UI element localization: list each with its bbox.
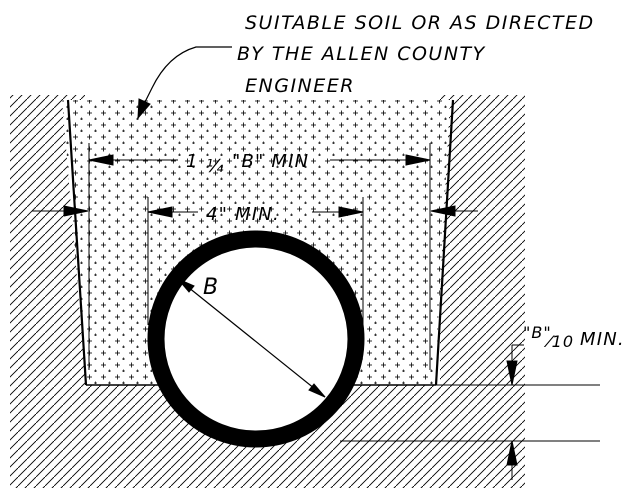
trench-width-dimension [88, 143, 431, 370]
right-trench-wall [434, 99, 455, 386]
diameter-label: B [203, 275, 218, 300]
clearance-label: 4" MIN. [206, 204, 280, 225]
left-trench-wall [66, 99, 88, 386]
bedding-label: "B" ⁄10 MIN. [523, 323, 625, 351]
note-leader [137, 46, 232, 120]
bedding-label-quote: "B" [523, 323, 552, 342]
diameter-dimension [177, 278, 326, 398]
bedding-dimension [340, 344, 600, 480]
soil-note: SUITABLE SOIL OR AS DIRECTED BY THE ALLE… [237, 12, 595, 97]
trench-width-fraction: ¼ [206, 156, 225, 177]
note-line-3: ENGINEER [245, 75, 355, 97]
note-line-2: BY THE ALLEN COUNTY [237, 43, 486, 65]
clearance-dimension [32, 197, 478, 325]
note-line-1: SUITABLE SOIL OR AS DIRECTED [245, 12, 595, 34]
trench-width-suffix: "B" MIN [232, 151, 309, 172]
trench-width-prefix: 1 [186, 151, 199, 172]
bedding-label-fraction: ⁄10 [543, 332, 574, 351]
pipe [147, 230, 365, 448]
bedding-label-suffix: MIN. [580, 329, 625, 350]
trench-width-label: 1 ¼ "B" MIN [186, 151, 309, 177]
